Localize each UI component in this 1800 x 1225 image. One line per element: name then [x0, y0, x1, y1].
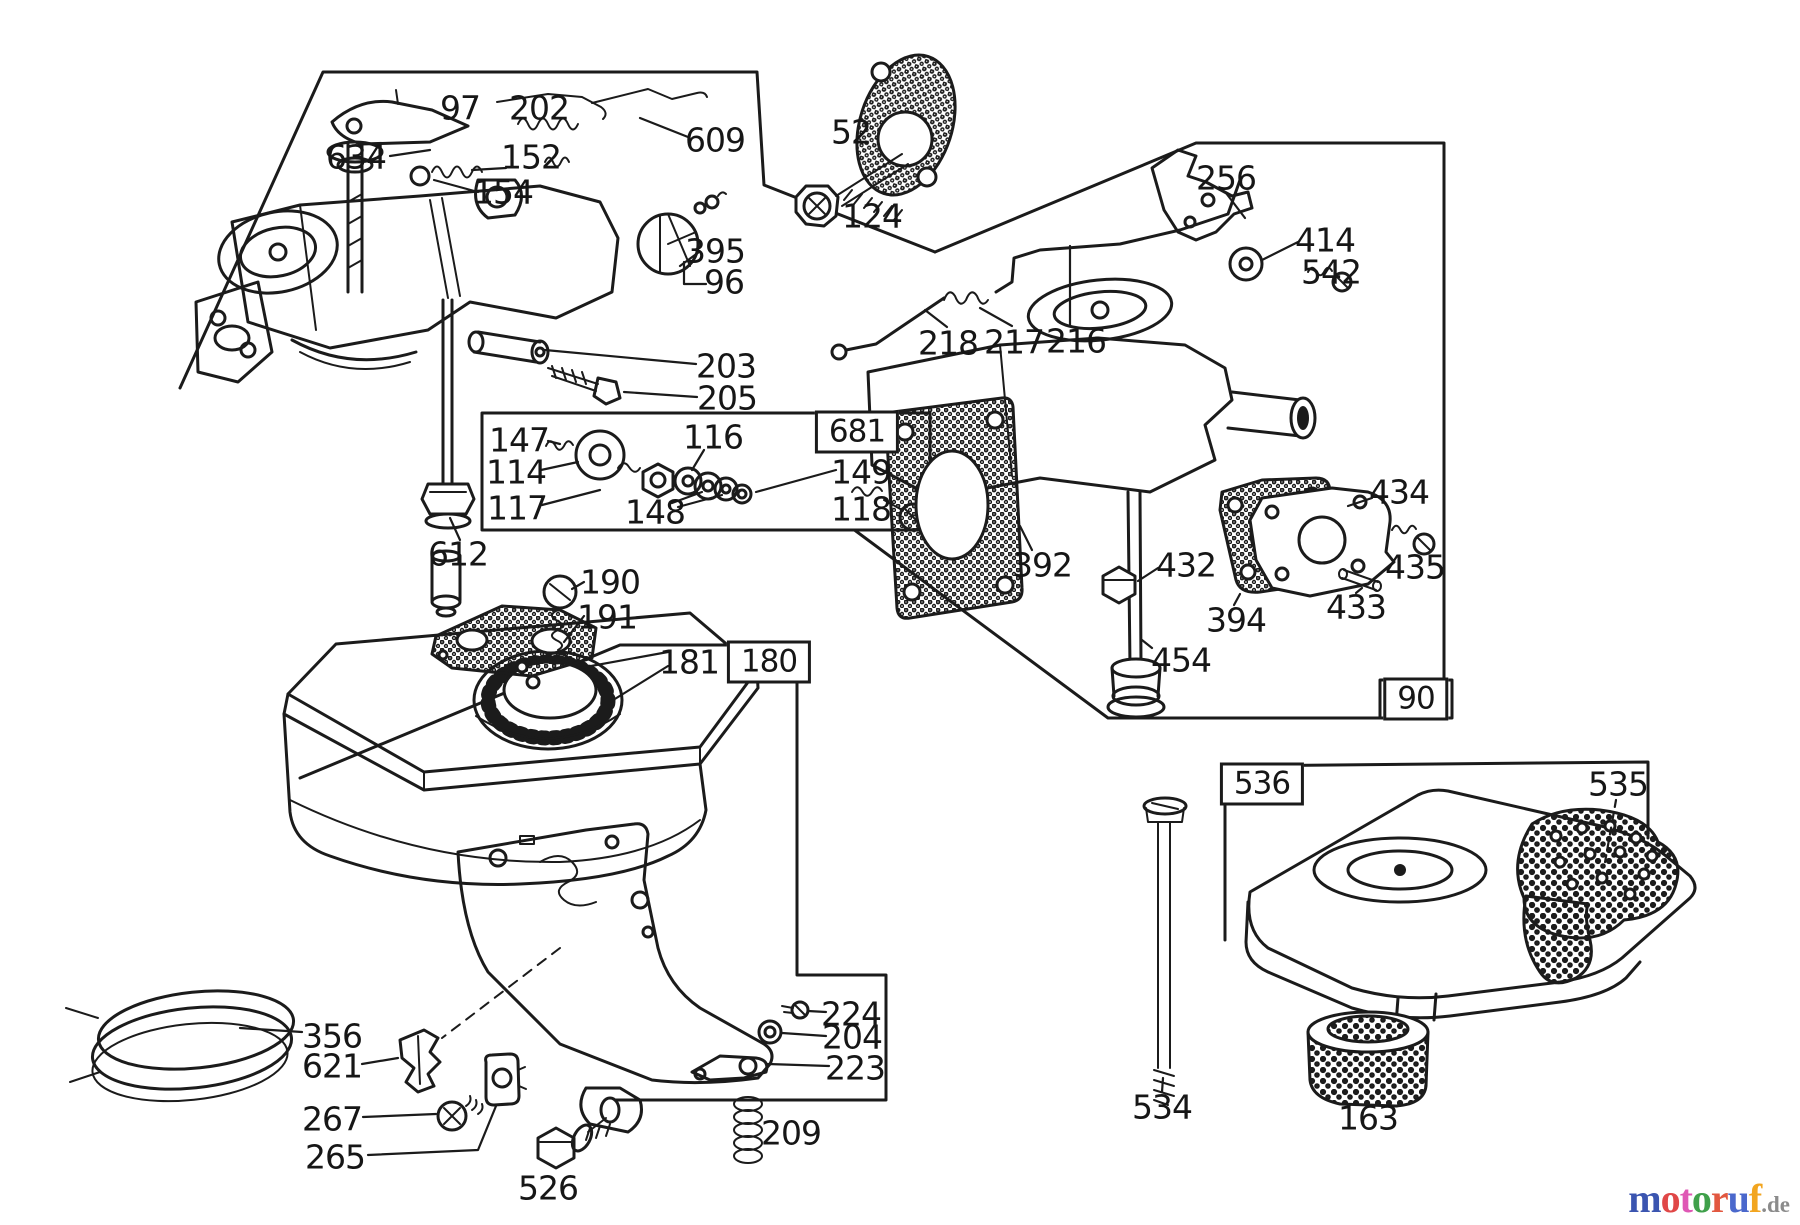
part-label-356: 356 — [302, 1016, 363, 1056]
part-label-433: 433 — [1326, 587, 1387, 627]
motoruf-watermark-logo[interactable]: motoruf.de — [1628, 1179, 1790, 1219]
part-label-256: 256 — [1196, 158, 1257, 198]
governor-link-216-218-drawing — [830, 178, 1242, 361]
spring-609-drawing — [517, 88, 708, 131]
link-rod-202-drawing — [496, 93, 607, 120]
part-label-634: 634 — [326, 137, 387, 177]
bolt-203-205-drawing — [467, 330, 622, 406]
carburetor-left-drawing — [194, 178, 620, 384]
leader-lines — [238, 116, 1618, 1157]
part-label-163: 163 — [1338, 1098, 1399, 1138]
part-label-209: 209 — [761, 1113, 822, 1153]
part-label-621: 621 — [302, 1046, 363, 1086]
screw-435-drawing — [1391, 524, 1436, 556]
part-label-96: 96 — [704, 262, 745, 302]
logo-letter: r — [1710, 1176, 1729, 1221]
bolt-534-drawing — [1142, 796, 1188, 1106]
part-label-114: 114 — [486, 452, 547, 492]
clip-265-drawing — [484, 1052, 527, 1107]
part-label-118: 118 — [831, 489, 892, 529]
pump-cover-434-drawing — [1248, 486, 1396, 598]
bolt-267-drawing — [436, 1095, 484, 1132]
washer-414-542-drawing — [1228, 246, 1353, 293]
logo-letter: f — [1748, 1176, 1762, 1221]
part-label-52: 52 — [831, 112, 872, 152]
part-label-203: 203 — [696, 346, 757, 386]
part-label-681: 681 — [814, 410, 900, 454]
bolt-526-drawing — [536, 1117, 611, 1170]
aircleaner-group-outline — [1223, 760, 1650, 942]
part-label-535: 535 — [1588, 764, 1649, 804]
part-label-414: 414 — [1295, 220, 1356, 260]
spring-209-drawing — [733, 1096, 763, 1164]
logo-letter: m — [1628, 1176, 1661, 1221]
part-label-217: 217 — [984, 322, 1045, 362]
part-label-435: 435 — [1385, 547, 1446, 587]
part-label-205: 205 — [697, 378, 758, 418]
tank-gasket-181-drawing — [430, 604, 598, 678]
part-label-191: 191 — [577, 597, 638, 637]
part-label-181: 181 — [659, 642, 720, 682]
part-label-97: 97 — [440, 88, 481, 128]
part-label-392: 392 — [1012, 545, 1073, 585]
part-label-90: 90 — [1383, 677, 1449, 721]
part-label-116: 116 — [683, 417, 744, 457]
part-label-202: 202 — [509, 88, 570, 128]
part-label-609: 609 — [685, 120, 746, 160]
motoruf-logo-text: motoruf — [1628, 1176, 1762, 1221]
part-label-534: 534 — [1132, 1087, 1193, 1127]
part-label-612: 612 — [428, 534, 489, 574]
clip-621-drawing — [398, 1028, 442, 1094]
logo-letter: t — [1679, 1176, 1693, 1221]
part-label-149: 149 — [831, 452, 892, 492]
gasket-52-drawing — [855, 53, 957, 197]
part-label-432: 432 — [1156, 545, 1217, 585]
bowl-bolt-612-drawing — [420, 298, 476, 618]
logo-letter: o — [1691, 1176, 1712, 1221]
part-label-218: 218 — [918, 323, 979, 363]
part-label-395: 395 — [685, 231, 746, 271]
part-label-542: 542 — [1301, 252, 1362, 292]
part-label-204: 204 — [822, 1017, 883, 1057]
pin-433-drawing — [1338, 568, 1382, 592]
screw-124-drawing — [794, 153, 909, 228]
part-label-434: 434 — [1369, 472, 1430, 512]
part-label-180: 180 — [726, 640, 812, 684]
motoruf-logo-suffix: .de — [1761, 1192, 1790, 1217]
part-label-117: 117 — [487, 488, 548, 528]
logo-letter: u — [1727, 1176, 1750, 1221]
screw-190-191-drawing — [542, 574, 578, 665]
choke-plate-395-drawing — [636, 191, 727, 276]
part-label-224: 224 — [821, 994, 882, 1034]
part-label-394: 394 — [1206, 600, 1267, 640]
part-label-152: 152 — [501, 137, 562, 177]
logo-letter: o — [1660, 1176, 1681, 1221]
part-label-267: 267 — [302, 1099, 363, 1139]
part-label-223: 223 — [825, 1048, 886, 1088]
throttle-lever-97-drawing — [326, 89, 470, 294]
part-label-147: 147 — [489, 420, 550, 460]
part-label-148: 148 — [625, 492, 686, 532]
part-label-265: 265 — [305, 1137, 366, 1177]
part-label-454: 454 — [1151, 640, 1212, 680]
foam-cup-163-drawing — [1306, 992, 1438, 1108]
part-label-154: 154 — [473, 172, 534, 212]
lever-223-224-204-drawing — [690, 1000, 810, 1082]
part-label-124: 124 — [842, 196, 903, 236]
part-label-216: 216 — [1046, 321, 1107, 361]
governor-spring-356-drawing — [65, 989, 296, 1103]
part-label-536: 536 — [1219, 762, 1305, 806]
tank-group-outline — [298, 643, 888, 1102]
bracket-plate-drawing — [441, 822, 774, 1134]
gasket-392-drawing — [884, 396, 1024, 620]
foam-element-drawing — [1516, 807, 1680, 985]
part-label-526: 526 — [518, 1168, 579, 1208]
part-label-190: 190 — [580, 562, 641, 602]
bowl-nut-432-454-drawing — [1101, 565, 1166, 719]
